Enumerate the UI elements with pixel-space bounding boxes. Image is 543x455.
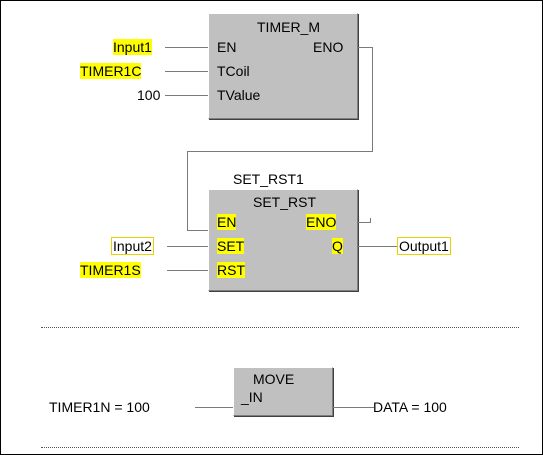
move-in-block[interactable] [233, 367, 333, 416]
wire [357, 246, 397, 247]
wire [187, 151, 188, 231]
wire [332, 407, 374, 408]
timer-pin-tcoil: TCoil [217, 63, 250, 79]
setrst-input-input2[interactable]: Input2 [111, 237, 154, 255]
timer-input-100[interactable]: 100 [137, 87, 161, 103]
wire [165, 95, 208, 96]
separator-line [41, 447, 519, 448]
wire [167, 270, 208, 271]
wire [165, 71, 208, 72]
setrst-instance-name: SET_RST1 [233, 171, 304, 187]
wire [372, 47, 373, 151]
wire [357, 47, 373, 48]
setrst-pin-set: SET [217, 238, 245, 254]
setrst-pin-q: Q [332, 238, 343, 254]
timer-input-input1[interactable]: Input1 [113, 39, 152, 55]
wire [195, 407, 233, 408]
wire [187, 151, 373, 152]
timer-m-title: TIMER_M [257, 19, 320, 35]
setrst-input-timer1s[interactable]: TIMER1S [80, 262, 141, 278]
setrst-output-output1[interactable]: Output1 [397, 237, 451, 255]
setrst-pin-rst: RST [217, 262, 245, 278]
wire [187, 230, 208, 231]
wire [165, 47, 208, 48]
move-title-line1: MOVE [253, 371, 295, 387]
timer-pin-tvalue: TValue [217, 87, 261, 103]
timer-m-block[interactable] [208, 13, 358, 119]
separator-line [41, 327, 519, 328]
move-output[interactable]: DATA = 100 [373, 399, 447, 415]
setrst-pin-eno: ENO [306, 214, 337, 230]
setrst-title: SET_RST [253, 194, 317, 210]
timer-input-timer1c[interactable]: TIMER1C [80, 63, 142, 79]
move-title-line2: _IN [241, 389, 263, 405]
setrst-pin-en: EN [217, 214, 237, 230]
wire [357, 222, 371, 223]
move-input[interactable]: TIMER1N = 100 [49, 399, 150, 415]
wire [370, 218, 371, 223]
wire [167, 246, 208, 247]
timer-pin-eno: ENO [313, 39, 344, 55]
timer-pin-en: EN [217, 39, 237, 55]
